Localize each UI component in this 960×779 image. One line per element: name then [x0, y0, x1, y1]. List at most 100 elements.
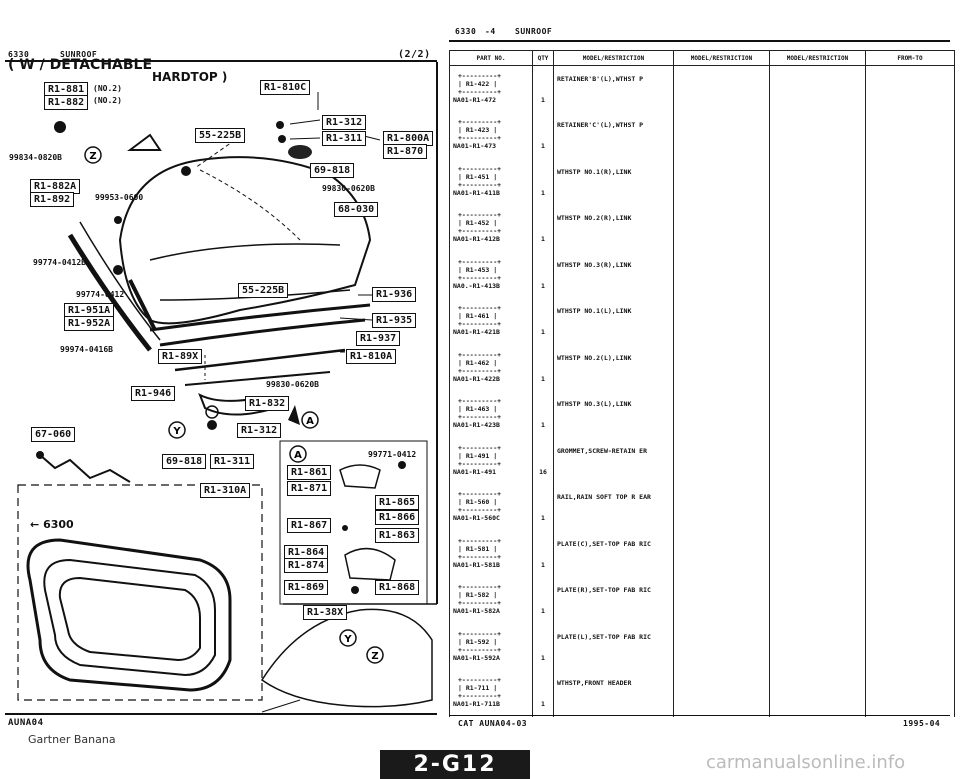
from-to-cell [865, 158, 955, 205]
table-row: +---------+| R1-491 |+---------+NA01-R1-… [449, 437, 955, 484]
ref-number: R1-461 [465, 312, 490, 320]
qty-cell: 1 [532, 670, 554, 717]
ref-6300: ← 6300 [30, 518, 74, 531]
ref-r1-871: R1-871 [287, 481, 332, 496]
qty-cell: 16 [532, 437, 554, 484]
ref-border-top: +---------+ [458, 490, 502, 498]
part-cell: +---------+| R1-463 |+---------+NA01-R1-… [449, 391, 533, 438]
part-description: WTHSTP,FRONT HEADER [557, 679, 632, 687]
ref-r1-810c: R1-810C [260, 80, 311, 95]
ref-number: R1-581 [465, 544, 490, 553]
no2-label-a: (NO.2) [93, 84, 122, 93]
from-to-cell [865, 205, 955, 252]
model-2-cell [673, 112, 770, 159]
ref-border-bottom: +---------+ [458, 506, 502, 514]
model-3-cell [769, 437, 866, 484]
model-3-cell [769, 65, 866, 112]
qty-cell: 1 [532, 623, 554, 670]
ref-number-line: | R1-582 | [458, 591, 498, 599]
model-3-cell [769, 623, 866, 670]
model-3-cell [769, 530, 866, 577]
part-cell: +---------+| R1-453 |+---------+NA0.-R1-… [449, 251, 533, 298]
ref-border-top: +---------+ [458, 118, 502, 126]
left-header-rule [5, 60, 437, 62]
ref-number: R1-592 [465, 637, 490, 646]
table-row: +---------+| R1-592 |+---------+NA01-R1-… [449, 623, 955, 670]
qty-cell: 1 [532, 530, 554, 577]
qty-value: 1 [541, 281, 545, 290]
from-to-cell [865, 112, 955, 159]
part-number-99974: 99974-0416B [60, 345, 113, 354]
ref-r1-866: R1-866 [375, 510, 420, 525]
table-row: +---------+| R1-560 |+---------+NA01-R1-… [449, 484, 955, 531]
ref-number-line: | R1-422 | [458, 80, 498, 88]
part-number-99834: 99834-0820B [9, 153, 62, 162]
model-3-cell [769, 251, 866, 298]
ref-border-bottom: +---------+ [458, 459, 502, 468]
ref-border-bottom: +---------+ [458, 88, 502, 96]
ref-69-818-b: 69-818 [162, 454, 207, 469]
qty-value: 1 [541, 328, 545, 336]
col-qty: QTY [532, 50, 554, 66]
desc-cell: WTHSTP NO.1(R),LINK [553, 158, 674, 205]
ref-r1-936: R1-936 [372, 287, 417, 302]
ref-number: R1-451 [465, 172, 490, 181]
model-2-cell [673, 344, 770, 391]
part-cell: +---------+| R1-452 |+---------+NA01-R1-… [449, 205, 533, 252]
table-row: +---------+| R1-422 |+---------+NA01-R1-… [449, 65, 955, 112]
from-to-cell [865, 670, 955, 717]
part-number-99830-a: 99830-0620B [322, 184, 375, 193]
qty-cell: 1 [532, 158, 554, 205]
watermark-text: Gartner Banana [28, 733, 116, 746]
part-number: NA01-R1-422B [453, 374, 500, 383]
ref-r1-832: R1-832 [245, 396, 290, 411]
qty-value: 1 [541, 142, 545, 150]
ref-69-818-a: 69-818 [310, 163, 355, 178]
part-number-99771: 99771-0412 [368, 450, 417, 459]
part-description: WTHSTP NO.2(L),LINK [557, 353, 632, 362]
ref-r1-863: R1-863 [375, 528, 420, 543]
part-number: NA01-R1-421B [453, 328, 500, 336]
model-2-cell [673, 670, 770, 717]
qty-cell: 1 [532, 112, 554, 159]
part-cell: +---------+| R1-582 |+---------+NA01-R1-… [449, 577, 533, 624]
ref-number: R1-422 [465, 80, 490, 88]
model-3-cell [769, 344, 866, 391]
desc-cell: PLATE(L),SET-TOP FAB RIC [553, 623, 674, 670]
ref-border-bottom: +---------+ [458, 645, 502, 654]
ref-number: R1-462 [465, 358, 490, 367]
desc-cell: WTHSTP NO.1(L),LINK [553, 298, 674, 345]
ref-number-line: | R1-463 | [458, 405, 498, 413]
desc-cell: PLATE(R),SET-TOP FAB RIC [553, 577, 674, 624]
part-cell: +---------+| R1-491 |+---------+NA01-R1-… [449, 437, 533, 484]
ref-r1-867: R1-867 [287, 518, 332, 533]
svg-text:A: A [294, 450, 302, 461]
part-description: WTHSTP NO.1(L),LINK [557, 307, 632, 315]
catalog-date: 1995-04 [903, 719, 941, 728]
ref-number-line: | R1-592 | [458, 637, 498, 646]
ref-border-top: +---------+ [458, 304, 502, 312]
table-row: +---------+| R1-582 |+---------+NA01-R1-… [449, 577, 955, 624]
part-number-99774: 99774-0412 [76, 290, 125, 299]
ref-border-top: +---------+ [458, 350, 502, 359]
model-2-cell [673, 530, 770, 577]
ref-number: R1-452 [465, 219, 490, 227]
qty-value: 1 [541, 560, 545, 569]
model-2-cell [673, 484, 770, 531]
right-header-title: SUNROOF [515, 27, 553, 36]
ref-r1-865: R1-865 [375, 495, 420, 510]
ref-number: R1-711 [465, 684, 490, 692]
qty-value: 1 [541, 96, 545, 104]
part-number: NA01-R1-491 [453, 467, 497, 476]
desc-cell: GROMMET,SCREW-RETAIN ER [553, 437, 674, 484]
table-row: +---------+| R1-423 |+---------+NA01-R1-… [449, 112, 955, 159]
ref-55-225b-a: 55-225B [195, 128, 246, 143]
no2-label-b: (NO.2) [93, 96, 122, 105]
col-model-1: MODEL/RESTRICTION [553, 50, 674, 66]
part-number: NA01-R1-711B [453, 700, 500, 708]
part-description: RAIL,RAIN SOFT TOP R EAR [557, 493, 651, 501]
qty-cell: 1 [532, 344, 554, 391]
table-row: +---------+| R1-463 |+---------+NA01-R1-… [449, 391, 955, 438]
diagram-subheading: HARDTOP ) [152, 70, 228, 84]
ref-border-top: +---------+ [458, 629, 502, 638]
